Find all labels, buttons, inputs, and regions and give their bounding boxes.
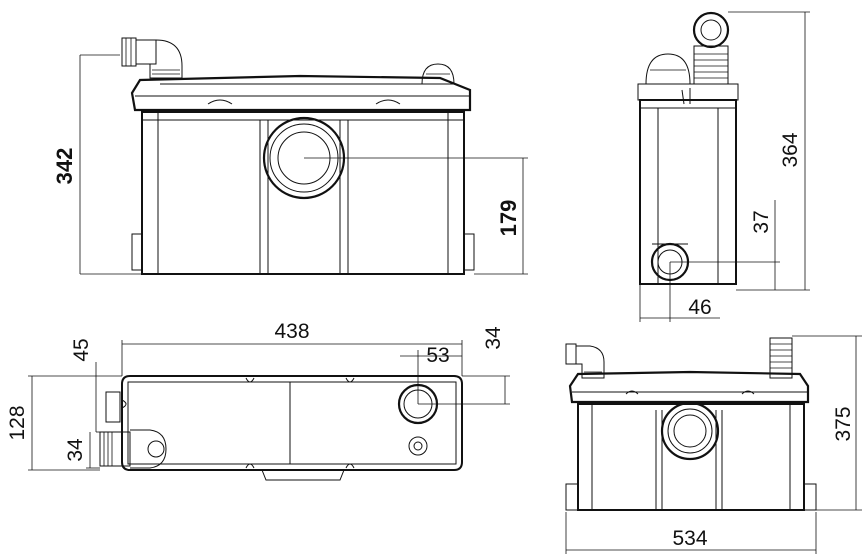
dim-top-inlet-offset: 53 [426, 344, 449, 367]
front-view [79, 37, 528, 275]
dim-top-left-inlet: 34 [64, 438, 87, 462]
iso-inlet-ring [660, 401, 720, 461]
dim-front-height: 342 [52, 148, 77, 185]
outlet-pipe [681, 11, 730, 105]
vent-dome [645, 53, 691, 85]
vent-dome [421, 63, 455, 85]
dim-iso-height: 375 [832, 406, 855, 441]
dim-side-height: 364 [779, 132, 802, 167]
top-inlet-pipe [99, 391, 167, 469]
dim-side-inlet-height: 37 [750, 210, 773, 233]
dim-top-width: 128 [6, 405, 29, 440]
dim-side-inlet-offset: 46 [688, 296, 711, 319]
dim-top-outlet-offset: 45 [70, 338, 93, 361]
dim-front-inlet-height: 179 [496, 200, 521, 237]
top-view [28, 340, 510, 481]
side-view [637, 11, 810, 322]
dim-top-length: 438 [274, 320, 309, 343]
outlet-pipe [121, 37, 183, 79]
iso-view [565, 335, 862, 554]
dim-top-right-offset: 34 [482, 326, 505, 350]
dim-iso-width: 534 [672, 527, 707, 550]
